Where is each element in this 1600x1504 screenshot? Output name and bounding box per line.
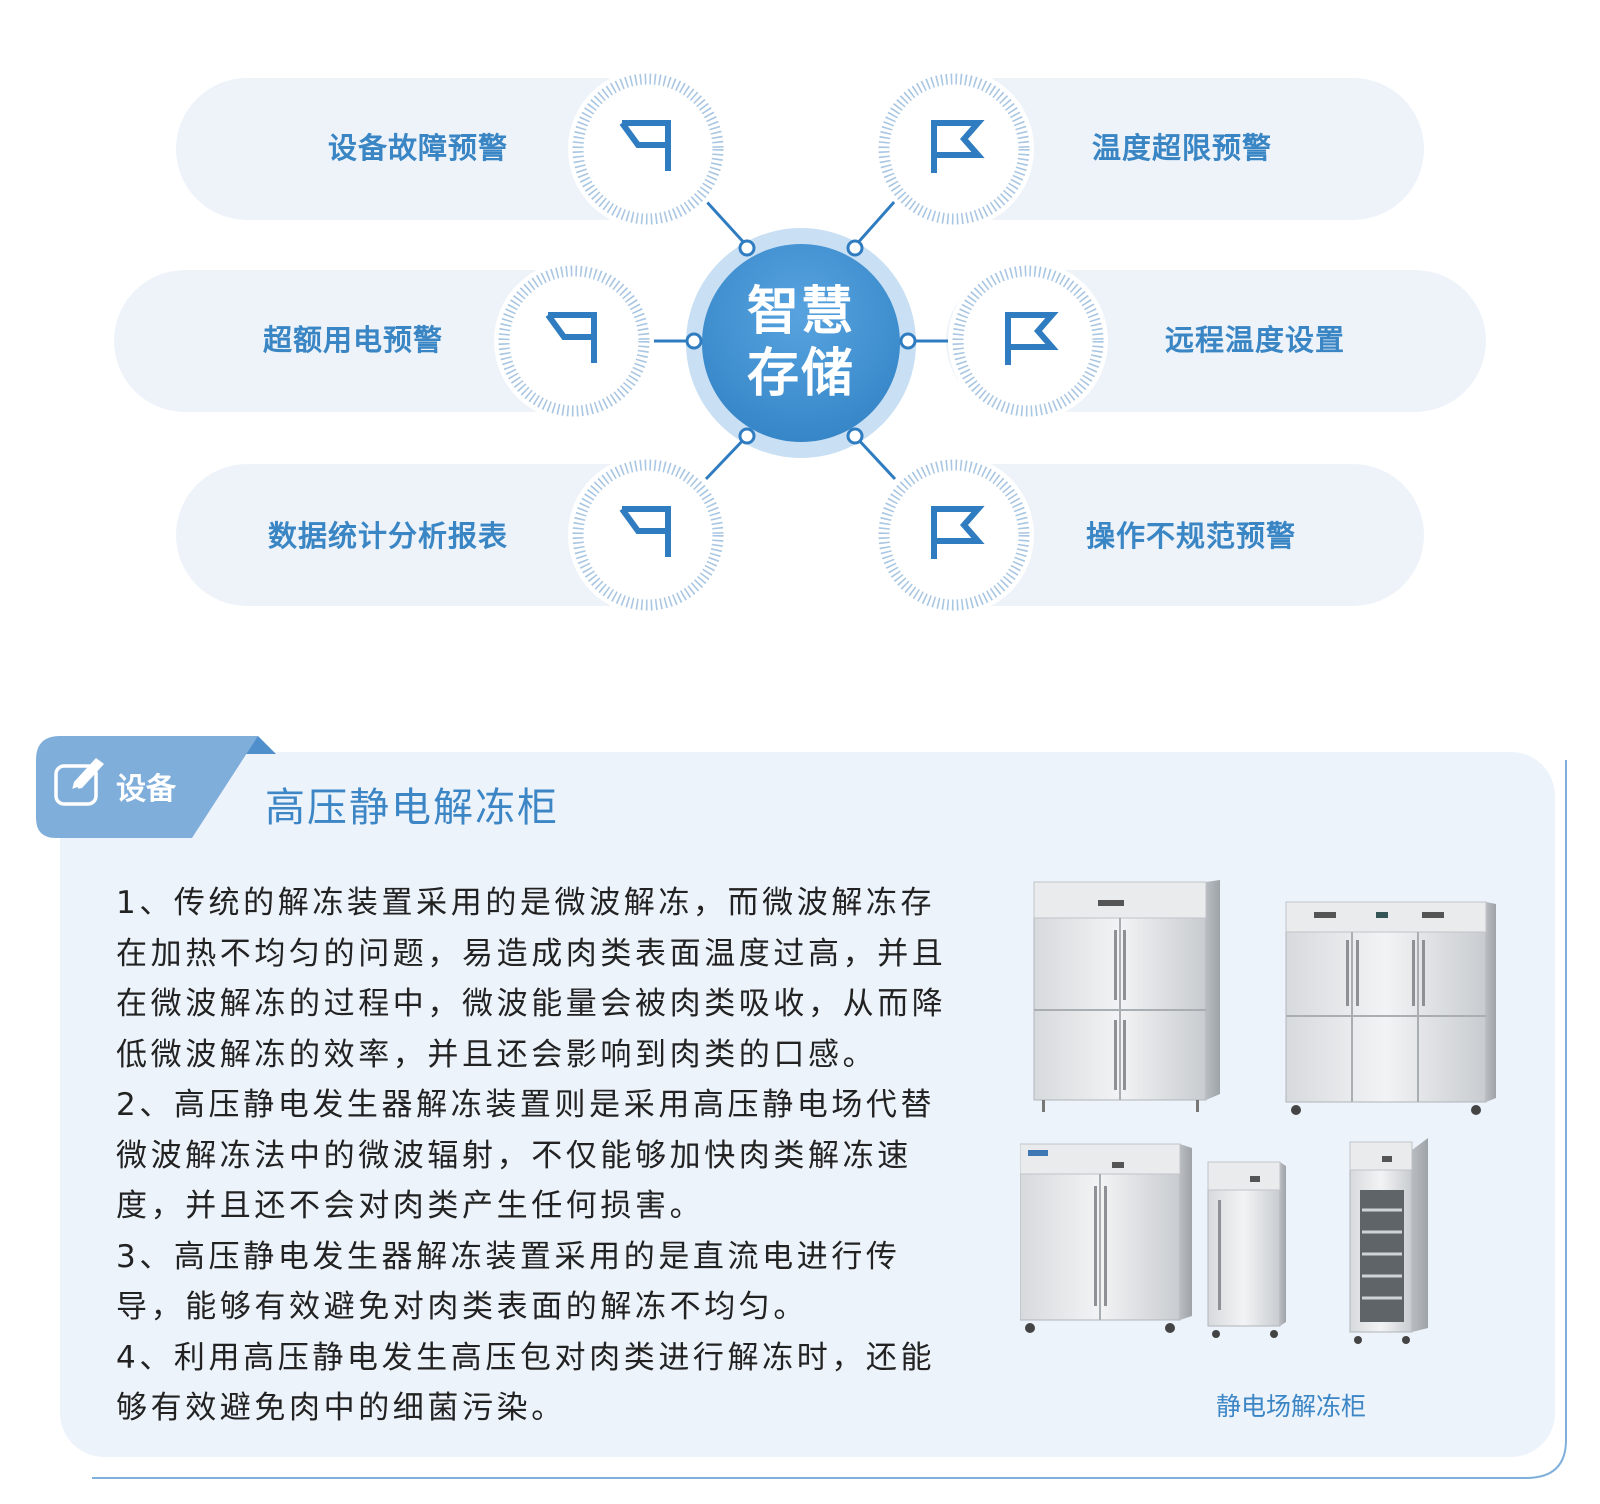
flag-left-icon (568, 455, 728, 615)
description-paragraph: 1、传统的解冻装置采用的是微波解冻，而微波解冻存在加热不均匀的问题，易造成肉类表… (116, 885, 947, 1073)
feature-label: 设备故障预警 (328, 131, 509, 165)
equipment-panel (60, 752, 1555, 1457)
hub-line-1: 智慧 (746, 282, 855, 342)
section-title: 高压静电解冻柜 (265, 785, 559, 831)
section-tab (36, 736, 276, 838)
image-caption: 静电场解冻柜 (1216, 1392, 1367, 1421)
feature-label: 数据统计分析报表 (268, 519, 509, 553)
flag-right-icon (874, 69, 1034, 229)
hub-line-2: 存储 (746, 344, 855, 404)
feature-label: 超额用电预警 (263, 323, 444, 357)
pencil-icon (54, 758, 104, 806)
flag-right-icon (948, 261, 1108, 421)
hub-connector-dots (685, 239, 917, 445)
flag-left-icon (494, 261, 654, 421)
description-text: 1、传统的解冻装置采用的是微波解冻，而微波解冻存在加热不均匀的问题，易造成肉类表… (116, 878, 966, 1434)
flag-left-icon (568, 69, 728, 229)
description-paragraph: 4、利用高压静电发生高压包对肉类进行解冻时，还能够有效避免肉中的细菌污染。 (116, 1339, 936, 1427)
description-paragraph: 2、高压静电发生器解冻装置则是采用高压静电场代替微波解冻法中的微波辐射，不仅能够… (116, 1087, 936, 1224)
feature-label: 操作不规范预警 (1086, 519, 1297, 553)
section-tab-label: 设备 (116, 772, 176, 807)
feature-label: 温度超限预警 (1092, 131, 1273, 165)
thawing-cabinets-image (1020, 880, 1496, 1344)
center-hub: 智慧 存储 (686, 228, 916, 458)
flag-right-icon (874, 455, 1034, 615)
feature-label: 远程温度设置 (1165, 323, 1346, 357)
panel-border-accent (92, 760, 1567, 1479)
center-hub-core: 智慧 存储 (702, 244, 900, 442)
description-paragraph: 3、高压静电发生器解冻装置采用的是直流电进行传导，能够有效避免对肉类表面的解冻不… (116, 1238, 901, 1326)
